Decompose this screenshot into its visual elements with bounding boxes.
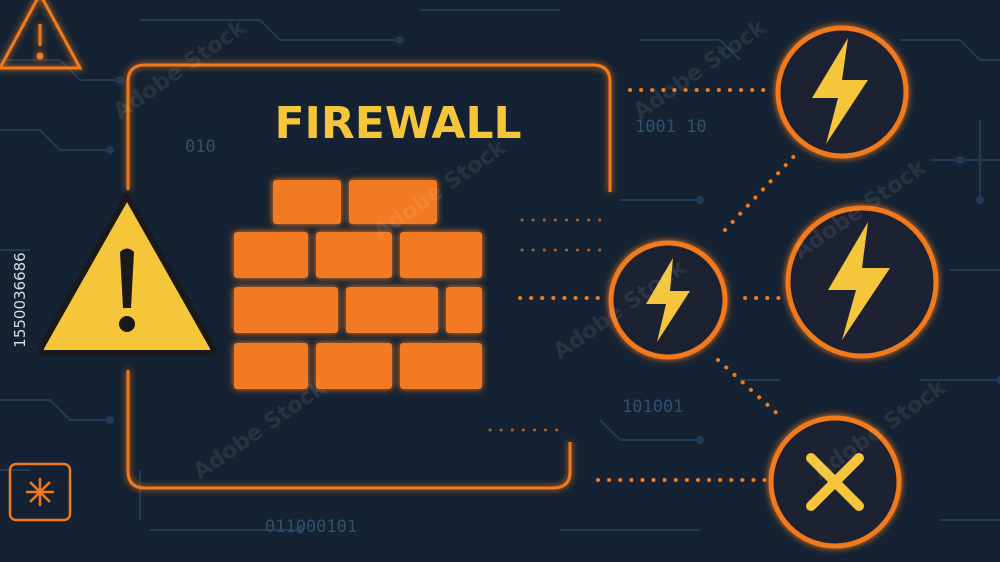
circuit-traces — [0, 9, 1000, 531]
firewall-frame — [126, 63, 612, 490]
lightning-bolt-icon — [828, 222, 890, 340]
data-dots — [488, 218, 602, 432]
connector-lines — [518, 88, 800, 482]
svg-text:Adobe Stock: Adobe Stock — [189, 375, 332, 485]
lightning-bolt-icon — [812, 38, 868, 144]
binary-label: 1001 10 — [635, 117, 707, 137]
firewall-title: FIREWALL — [274, 98, 521, 149]
brick-wall-icon — [234, 180, 482, 389]
svg-text:Adobe Stock: Adobe Stock — [629, 15, 772, 125]
x-mark-icon — [806, 453, 864, 511]
binary-label: 011000101 — [265, 517, 357, 537]
threat-node — [785, 205, 939, 359]
binary-label: 101001 — [622, 397, 683, 417]
threat-node — [608, 240, 728, 360]
threat-node — [768, 415, 902, 549]
small-warning-icon — [0, 0, 83, 70]
gear-icon — [8, 462, 72, 522]
threat-node — [775, 25, 909, 159]
lightning-bolt-icon — [646, 258, 690, 342]
circuit-nodes — [106, 36, 1000, 534]
binary-label: 010 — [185, 137, 216, 157]
stock-id: 1550036686 — [11, 252, 29, 347]
warning-icon — [37, 193, 217, 356]
